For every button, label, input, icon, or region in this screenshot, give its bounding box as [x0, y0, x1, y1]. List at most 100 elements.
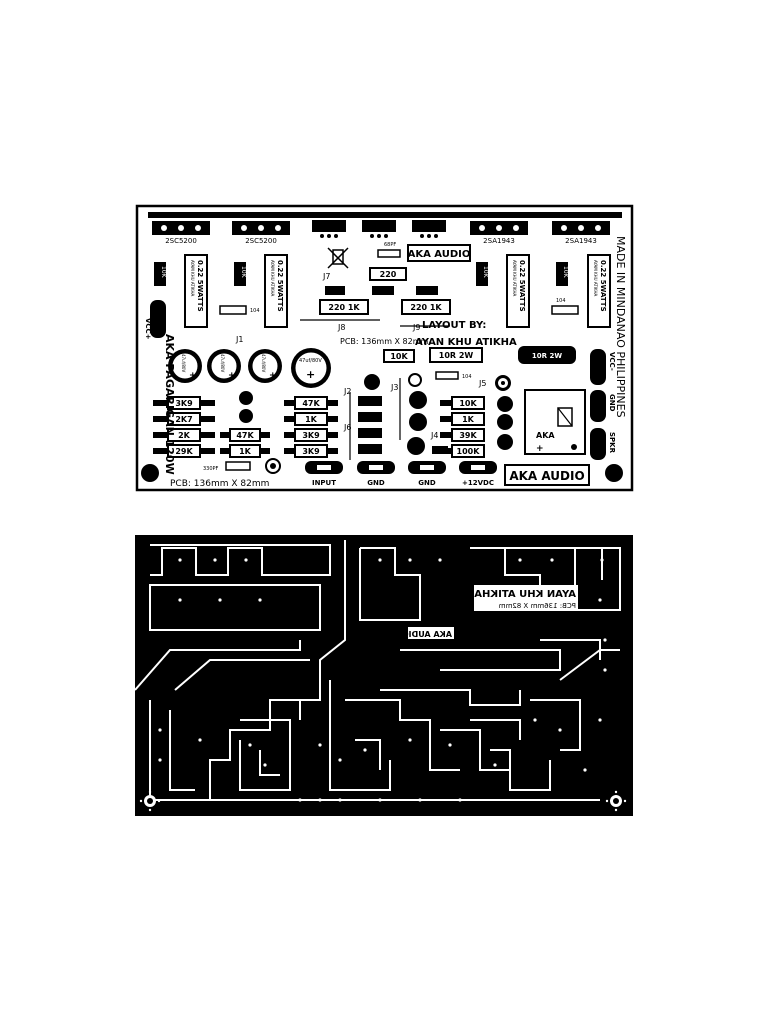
mount-hole [141, 464, 159, 482]
svg-text:AKA: AKA [536, 431, 555, 440]
power-resistor-3: 0.22 5WATTS AYAM KHU ATIKHA [506, 254, 530, 328]
svg-text:10K: 10K [390, 352, 408, 361]
resistors-left-mid: 47K 1K [220, 428, 270, 458]
jumper-label: J4 [430, 431, 438, 440]
svg-text:47uf/80V: 47uf/80V [299, 358, 322, 364]
layout-by: LAYOUT BY: [422, 320, 486, 331]
brand-box-bottom [504, 464, 590, 486]
svg-text:INPUT: INPUT [312, 479, 336, 487]
svg-text:3K9: 3K9 [302, 447, 320, 456]
relay: AKA + [524, 389, 586, 455]
svg-text:10K: 10K [240, 266, 247, 279]
svg-text:220 1K: 220 1K [410, 303, 442, 312]
transistor-label: 2SA1943 [483, 237, 515, 245]
transistor-label: 2SA1943 [565, 237, 597, 245]
svg-text:10K: 10K [482, 266, 489, 279]
copper-brand: AKA AUDIO [402, 630, 452, 639]
svg-text:1K: 1K [305, 415, 318, 424]
copper-mount-hole-left [139, 790, 161, 812]
svg-text:2K: 2K [178, 431, 191, 440]
copper-board: AYAN KHU ATIKHA PCB: 136mm X 82mm AKA AU… [134, 535, 633, 816]
resistors-mid: 47K 1K 3K9 3K9 [284, 396, 338, 458]
svg-text:+: + [189, 371, 197, 381]
svg-text:104: 104 [250, 308, 260, 314]
svg-text:104: 104 [462, 374, 472, 380]
svg-text:VCC+: VCC+ [144, 318, 152, 340]
transistor-label: 2SC5200 [165, 237, 197, 245]
svg-text:GND: GND [608, 394, 616, 412]
jumper-label: J5 [478, 379, 486, 388]
bottom-connectors: INPUT GND GND +12VDC [305, 461, 497, 487]
jumper-label: J2 [343, 387, 351, 396]
svg-text:100K: 100K [457, 447, 481, 456]
svg-text:104: 104 [556, 298, 566, 304]
svg-text:+12VDC: +12VDC [462, 479, 494, 487]
svg-text:0.22 5WATTS: 0.22 5WATTS [196, 260, 204, 312]
svg-text:GND: GND [418, 479, 436, 487]
resistors-right: 10K 1K 39K 100K [440, 396, 485, 458]
electrolytic-capacitors: 47uf/80V + 47uf/80V + 47uf/80V + 47uf/80… [168, 348, 331, 388]
svg-text:2K7: 2K7 [175, 415, 192, 424]
jumper-label: J7 [322, 272, 330, 281]
brand-box-top [407, 244, 471, 262]
svg-text:SPKR: SPKR [608, 432, 616, 454]
copper-pads [158, 558, 607, 802]
svg-text:10K: 10K [562, 266, 569, 279]
svg-text:10R 2W: 10R 2W [439, 351, 474, 360]
side-title: AKA PAGARIGAN 120W [163, 334, 176, 475]
vertical-resistors: 10K 10K 10K 10K [154, 262, 569, 286]
svg-text:3K9: 3K9 [302, 431, 320, 440]
svg-text:330PF: 330PF [203, 466, 219, 472]
jumper-label: J8 [337, 323, 345, 332]
svg-text:1K: 1K [462, 415, 475, 424]
svg-text:AYAM KHU ATIKHA: AYAM KHU ATIKHA [512, 260, 517, 297]
svg-text:47uf/80V: 47uf/80V [181, 354, 186, 372]
silkscreen-board: 2SC5200 2SC5200 2SA1943 2SA1943 [135, 204, 634, 492]
svg-text:0.22 5WATTS: 0.22 5WATTS [518, 260, 526, 312]
inductor-coil: 10R 2W [518, 346, 576, 364]
transistor-q3: 2SA1943 [470, 221, 528, 245]
svg-text:AYAM KHU ATIKHA: AYAM KHU ATIKHA [190, 260, 195, 297]
jumper-label: J1 [235, 335, 243, 344]
svg-text:47uf/80V: 47uf/80V [220, 354, 225, 372]
svg-text:10K: 10K [160, 266, 167, 279]
power-resistor-2: 0.22 5WATTS AYAM KHU ATIKHA [264, 254, 288, 328]
copper-pcb-size: PCB: 136mm X 82mm [499, 602, 576, 610]
driver-transistors [312, 220, 446, 238]
svg-text:68PF: 68PF [384, 242, 396, 248]
transistor-q1: 2SC5200 [152, 221, 210, 245]
small-capacitors: 104 104 104 68PF 330PF [203, 242, 579, 472]
center-small-parts [349, 373, 513, 460]
svg-text:47K: 47K [302, 399, 320, 408]
svg-text:1K: 1K [239, 447, 252, 456]
brand-top: AKA AUDIO [408, 249, 471, 260]
copper-text-block: AYAN KHU ATIKHA PCB: 136mm X 82mm AKA AU… [402, 585, 578, 639]
copper-author: AYAN KHU ATIKHA [474, 589, 576, 600]
svg-text:+: + [228, 371, 236, 381]
transistor-q4: 2SA1943 [552, 221, 610, 245]
power-resistor-4: 0.22 5WATTS AYAM KHU ATIKHA [587, 254, 611, 328]
small-transistors-left [239, 391, 281, 474]
svg-text:3K9: 3K9 [175, 399, 193, 408]
left-terminal: VCC+ [144, 300, 166, 340]
svg-text:10R 2W: 10R 2W [532, 352, 562, 360]
author-name: AYAN KHU ATIKHA [415, 337, 517, 348]
svg-text:0.22 5WATTS: 0.22 5WATTS [599, 260, 607, 312]
svg-text:47K: 47K [236, 431, 254, 440]
transistor-q2: 2SC5200 [232, 221, 290, 245]
svg-text:220 1K: 220 1K [328, 303, 360, 312]
svg-text:+: + [536, 444, 544, 454]
svg-text:220: 220 [380, 270, 397, 279]
svg-text:10K: 10K [459, 399, 477, 408]
power-resistor-1: 0.22 5WATTS AYAM KHU ATIKHA [184, 254, 208, 328]
heatsink-bar [148, 212, 622, 218]
trash-bin-icon [327, 247, 349, 269]
center-resistors: 220 220 1K 220 1K 10K 10R 2W [300, 267, 483, 363]
pcb-size-top: PCB: 136mm X 82mm [340, 337, 429, 346]
copper-mount-hole-right [605, 790, 627, 812]
svg-text:GND: GND [367, 479, 385, 487]
side-made-in: MADE IN MINDANAO PHILIPPINES [614, 236, 627, 418]
right-terminals: VCC- GND SPKR [590, 349, 616, 460]
svg-text:29K: 29K [175, 447, 193, 456]
